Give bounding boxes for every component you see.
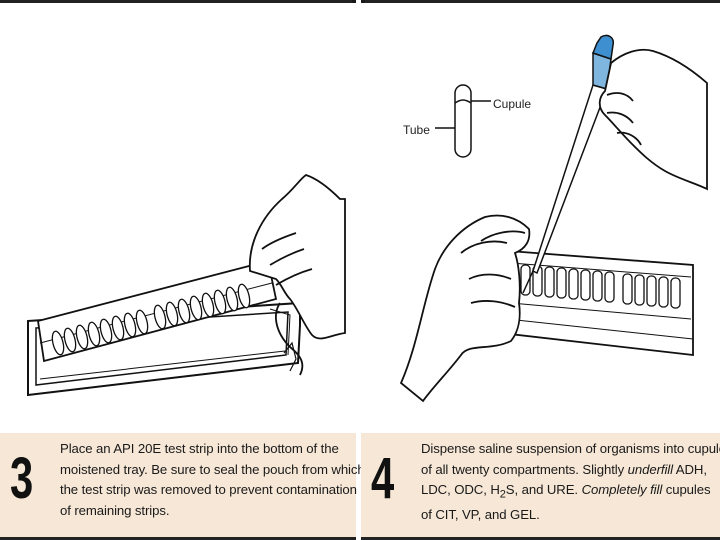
panel-bottom-border — [361, 537, 720, 540]
hand-holding-pipette — [598, 48, 708, 191]
caption-emphasis: Completely fill — [581, 482, 663, 497]
strip-tray-drawing — [27, 174, 346, 397]
caption-line: of all twenty compartments. Slightly und… — [421, 462, 707, 477]
strip-cupules — [51, 283, 251, 356]
caption-line: of remaining strips. — [60, 502, 170, 518]
panel-top-border — [0, 0, 356, 3]
panel-top-border — [361, 0, 720, 3]
pipette — [522, 34, 615, 294]
caption-line: LDC, ODC, H2S, and URE. Completely fill … — [421, 482, 711, 501]
tube-label: Tube — [403, 123, 430, 137]
caption-text: cupules — [662, 482, 711, 497]
caption-subscript: 2 — [499, 488, 506, 501]
caption-band-step-3: 3 Place an API 20E test strip into the b… — [0, 433, 365, 537]
strip-cupules — [520, 264, 681, 309]
caption-text: ADH, — [672, 461, 707, 477]
hand-holding-strip — [399, 214, 531, 403]
caption-emphasis: underfill — [627, 461, 673, 477]
caption-line: moistened tray. Be sure to seal the pouc… — [60, 461, 365, 477]
panel-step-4: Cupule Tube — [361, 0, 720, 540]
panel-gap — [356, 0, 361, 540]
caption-text: S, and URE. — [505, 482, 582, 497]
cupule-tube-diagram — [435, 84, 491, 158]
pipette-strip-drawing: Cupule Tube — [399, 34, 708, 403]
caption-line: the test strip was removed to prevent co… — [60, 482, 357, 497]
illustration-dispense-suspension: Cupule Tube — [361, 3, 720, 433]
caption-line: Dispense saline suspension of organisms … — [421, 441, 720, 456]
caption-line: Place an API 20E test strip into the bot… — [60, 441, 339, 456]
step-number: 3 — [10, 446, 34, 511]
cupule-label: Cupule — [493, 97, 531, 111]
caption-text: LDC, ODC, H — [421, 482, 500, 497]
step-3-caption: Place an API 20E test strip into the bot… — [60, 439, 365, 521]
caption-band-step-4: 4 Dispense saline suspension of organism… — [361, 433, 720, 537]
step-number: 4 — [371, 446, 395, 511]
panel-step-3: 3 Place an API 20E test strip into the b… — [0, 0, 365, 540]
step-4-caption: Dispense saline suspension of organisms … — [421, 439, 720, 526]
caption-line: of CIT, VP, and GEL. — [421, 507, 540, 523]
caption-text: of all twenty compartments. Slightly — [421, 461, 628, 477]
panel-bottom-border — [0, 537, 356, 540]
illustration-test-strip-placement — [0, 3, 356, 433]
hand-left-panel — [248, 174, 346, 376]
